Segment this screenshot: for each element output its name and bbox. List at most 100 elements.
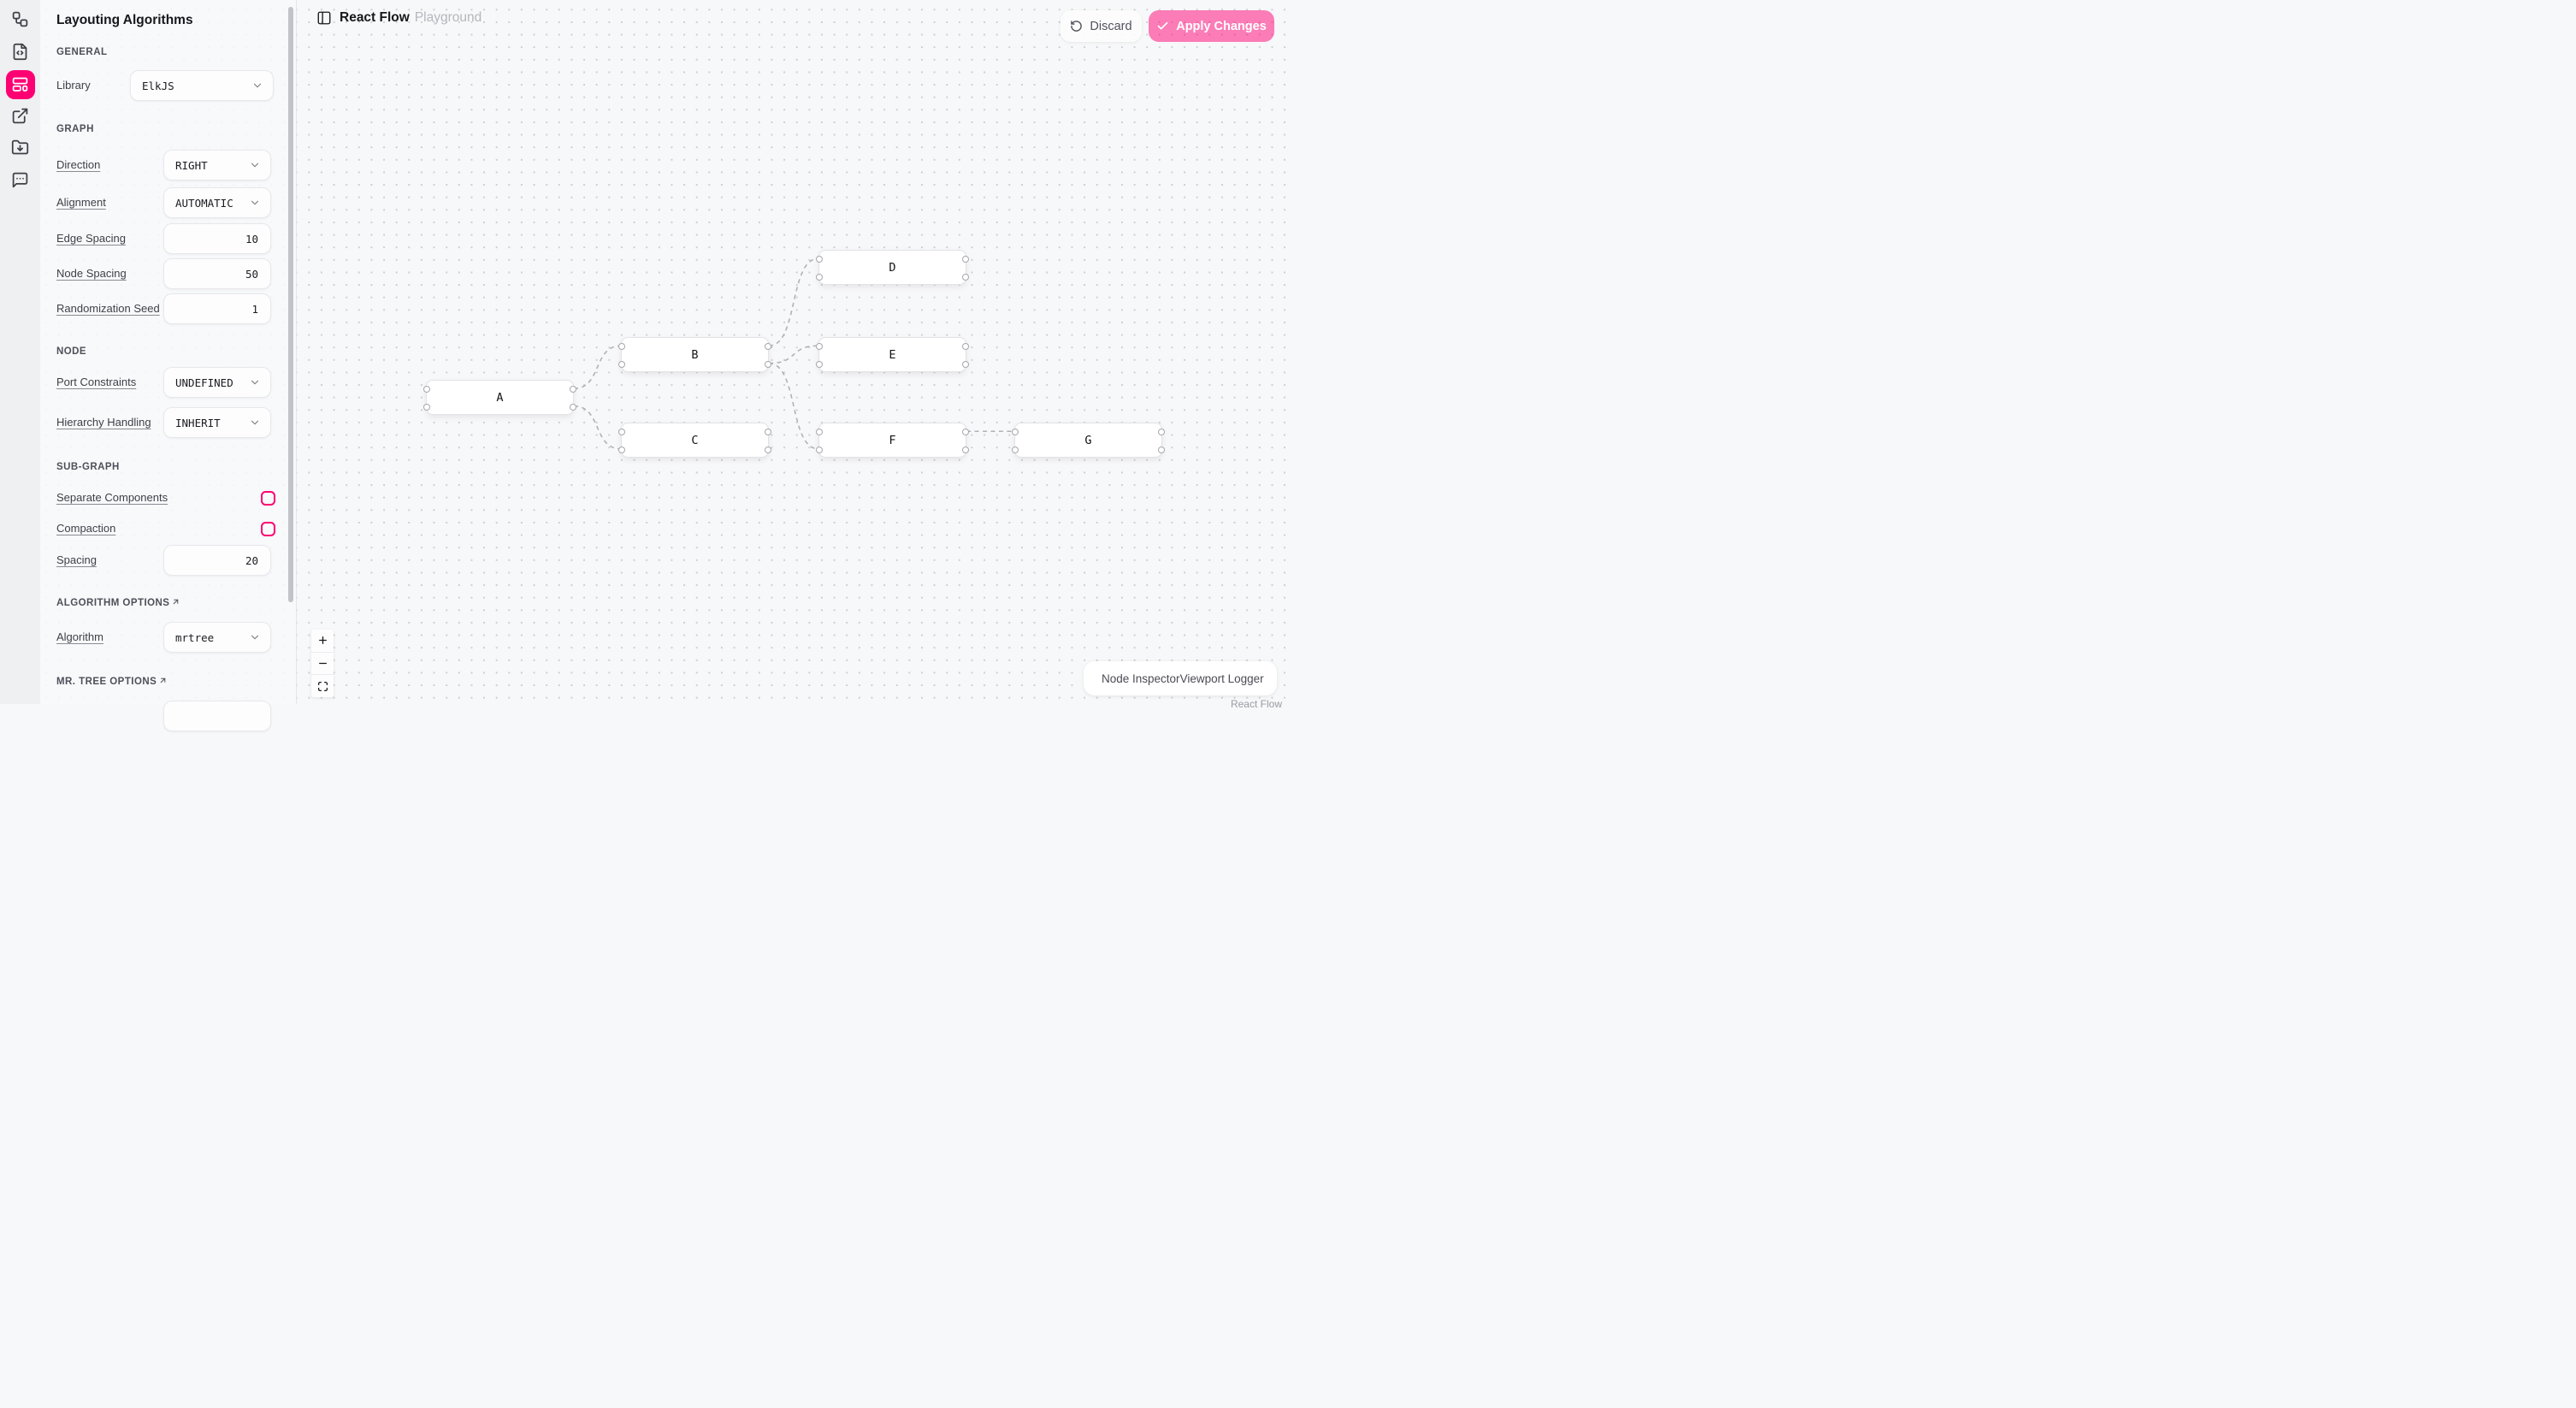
handle-D-left-bottom[interactable]	[816, 273, 823, 281]
sidebar-item-workflow-icon[interactable]	[6, 5, 35, 34]
arrow-up-right-icon	[158, 677, 168, 685]
zoom-controls	[311, 630, 334, 697]
flow-node-E[interactable]: E	[816, 337, 969, 372]
input-randomization-seed[interactable]: 1	[163, 293, 271, 324]
flow-node-G[interactable]: G	[1012, 423, 1165, 458]
sidebar-item-layout-panels-icon[interactable]	[5, 69, 35, 99]
discard-button[interactable]: Discard	[1061, 10, 1142, 42]
section-header-label: NODE	[56, 346, 87, 357]
handle-E-left-top[interactable]	[816, 343, 823, 351]
partially-visible-input[interactable]	[163, 701, 271, 731]
handle-F-left-top[interactable]	[816, 429, 823, 436]
sidebar-item-message-dots-icon[interactable]	[6, 165, 35, 194]
section-header-node: NODE	[56, 346, 86, 357]
panel-left-toggle-icon[interactable]	[316, 10, 332, 26]
field-label-edge-spacing: Edge Spacing	[56, 232, 126, 245]
handle-E-right-top[interactable]	[962, 343, 969, 351]
handle-A-right-bottom[interactable]	[570, 403, 576, 411]
sidebar-item-file-code-icon[interactable]	[6, 37, 35, 66]
handle-A-left-bottom[interactable]	[423, 403, 430, 411]
checkbox-compaction[interactable]	[261, 521, 275, 536]
handle-B-left-top[interactable]	[618, 343, 625, 351]
field-label-direction: Direction	[56, 158, 101, 171]
input-edge-spacing[interactable]: 10	[163, 223, 271, 254]
select-algorithm[interactable]: mrtree	[163, 622, 271, 653]
select-library[interactable]: ElkJS	[130, 70, 274, 101]
handle-G-right-bottom[interactable]	[1158, 446, 1165, 453]
input-value: 50	[245, 267, 258, 281]
flow-node-F[interactable]: F	[816, 423, 969, 458]
input-value: 10	[245, 232, 258, 246]
sidebar-item-folder-down-icon[interactable]	[6, 133, 35, 163]
handle-B-left-bottom[interactable]	[618, 360, 625, 368]
handle-D-right-top[interactable]	[962, 256, 969, 263]
handle-C-right-bottom[interactable]	[765, 446, 771, 453]
check-icon	[1156, 20, 1169, 33]
section-header-label: MR. TREE OPTIONS	[56, 677, 157, 687]
chevron-down-icon	[249, 417, 261, 429]
handle-F-left-bottom[interactable]	[816, 446, 823, 453]
handle-G-right-top[interactable]	[1158, 429, 1165, 436]
handle-F-right-top[interactable]	[962, 429, 969, 436]
chevron-down-icon	[249, 159, 261, 171]
fit-view-button[interactable]	[311, 675, 334, 697]
select-hierarchy-handling[interactable]: INHERIT	[163, 407, 271, 438]
checkbox-separate-components[interactable]	[261, 490, 275, 506]
section-header-label: GENERAL	[56, 47, 108, 57]
field-label-hierarchy-handling: Hierarchy Handling	[56, 416, 151, 429]
sidebar-item-external-link-icon[interactable]	[6, 102, 35, 131]
handle-C-left-top[interactable]	[618, 429, 625, 436]
devtools-viewport-logger-button[interactable]: Viewport Logger	[1179, 671, 1264, 685]
flow-header: React Flow Playground	[316, 10, 482, 26]
handle-C-left-bottom[interactable]	[618, 446, 625, 453]
app-title: React Flow	[340, 10, 410, 25]
flow-node-C[interactable]: C	[618, 423, 771, 458]
section-header-sub-graph: SUB-GRAPH	[56, 462, 120, 472]
chevron-down-icon	[249, 197, 261, 209]
section-header-label: GRAPH	[56, 124, 94, 134]
panel-scrollbar[interactable]	[288, 7, 293, 602]
handle-A-right-top[interactable]	[570, 386, 576, 393]
zoom-in-button[interactable]	[311, 630, 334, 653]
input-spacing[interactable]: 20	[163, 545, 271, 576]
input-node-spacing[interactable]: 50	[163, 258, 271, 289]
field-label-compaction: Compaction	[56, 522, 116, 535]
chevron-down-icon	[249, 376, 261, 388]
apply-changes-button[interactable]: Apply Changes	[1149, 10, 1274, 42]
handle-F-right-bottom[interactable]	[962, 446, 969, 453]
devtools-node-inspector-button[interactable]: Node Inspector	[1102, 671, 1180, 685]
panel-title: Layouting Algorithms	[56, 13, 193, 27]
workflow-icon	[11, 10, 29, 28]
select-port-constraints[interactable]: UNDEFINED	[163, 367, 271, 398]
node-label: E	[889, 347, 896, 362]
section-header-algorithm-options[interactable]: ALGORITHM OPTIONS	[56, 598, 180, 608]
flow-node-D[interactable]: D	[816, 250, 969, 285]
handle-G-left-bottom[interactable]	[1012, 446, 1019, 453]
section-header-mr-tree-options[interactable]: MR. TREE OPTIONS	[56, 677, 168, 687]
chevron-down-icon	[251, 80, 263, 92]
handle-E-left-bottom[interactable]	[816, 360, 823, 368]
handle-D-right-bottom[interactable]	[962, 273, 969, 281]
select-value: INHERIT	[175, 416, 221, 429]
node-label: F	[889, 433, 896, 447]
select-alignment[interactable]: AUTOMATIC	[163, 187, 271, 218]
handle-B-right-bottom[interactable]	[765, 360, 771, 368]
chevron-down-icon	[249, 631, 261, 643]
node-label: B	[691, 347, 699, 362]
zoom-out-button[interactable]	[311, 653, 334, 676]
handle-E-right-bottom[interactable]	[962, 360, 969, 368]
handle-G-left-top[interactable]	[1012, 429, 1019, 436]
plus-icon	[317, 635, 328, 646]
node-label: D	[889, 260, 896, 275]
flow-node-B[interactable]: B	[618, 337, 771, 372]
select-value: mrtree	[175, 630, 215, 644]
node-label: C	[691, 433, 699, 447]
handle-A-left-top[interactable]	[423, 386, 430, 393]
field-label-node-spacing: Node Spacing	[56, 267, 127, 280]
select-direction[interactable]: RIGHT	[163, 150, 271, 180]
section-header-label: SUB-GRAPH	[56, 462, 120, 472]
flow-node-A[interactable]: A	[423, 380, 576, 415]
field-label-spacing: Spacing	[56, 553, 97, 566]
handle-D-left-top[interactable]	[816, 256, 823, 263]
